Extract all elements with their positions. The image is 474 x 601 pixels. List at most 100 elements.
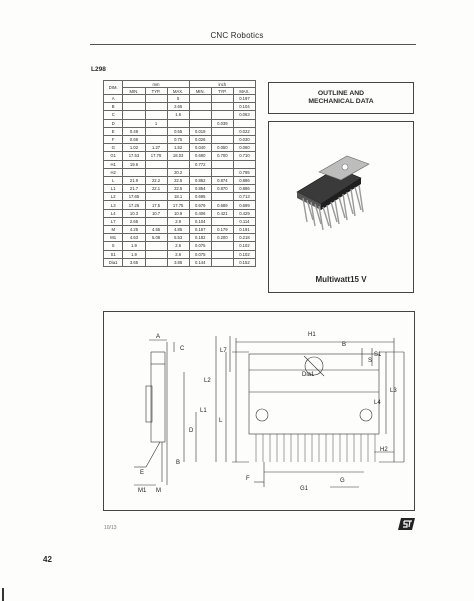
dimension-value-cell: 1.6 bbox=[166, 110, 190, 120]
label-s1: S1 bbox=[374, 352, 382, 358]
dimension-value-cell: 22.5 bbox=[166, 175, 190, 186]
dimension-name-cell: F bbox=[102, 134, 124, 145]
dimension-value-cell bbox=[122, 102, 146, 112]
dimension-value-cell bbox=[144, 159, 168, 169]
dimension-value-cell bbox=[188, 167, 212, 177]
dimension-value-cell: 0.060 bbox=[232, 143, 257, 153]
dimension-value-cell: 0.854 bbox=[188, 184, 212, 194]
dimension-value-cell: 0.795 bbox=[232, 167, 257, 177]
dimension-value-cell: 21.7 bbox=[122, 184, 146, 194]
dimension-value-cell: 17.75 bbox=[166, 200, 190, 210]
dimension-value-cell: 2.6 bbox=[166, 241, 190, 251]
dimension-value-cell: 0.050 bbox=[210, 143, 234, 153]
column-header: MAX. bbox=[166, 87, 190, 95]
dimensions-table: DIM. mm inch MIN. TYP. MAX. MIN. TYP. MA… bbox=[102, 80, 257, 267]
dimension-value-cell: 2.9 bbox=[166, 216, 190, 227]
dimension-value-cell bbox=[144, 249, 168, 259]
dimension-name-cell: H1 bbox=[102, 159, 124, 169]
dimension-value-cell bbox=[188, 110, 212, 120]
label-b-side: B bbox=[176, 460, 180, 466]
dimension-value-cell bbox=[210, 167, 234, 177]
label-c: C bbox=[180, 346, 185, 352]
label-e: E bbox=[140, 470, 144, 476]
binding-mark bbox=[2, 588, 4, 601]
dimension-value-cell bbox=[144, 257, 168, 267]
dimension-value-cell: 0.104 bbox=[188, 216, 212, 227]
label-l7: L7 bbox=[220, 348, 227, 354]
dimension-name-cell: E bbox=[102, 126, 124, 136]
dimension-value-cell bbox=[122, 93, 146, 104]
dimension-value-cell: 0.713 bbox=[232, 192, 257, 202]
dimension-value-cell: 0.197 bbox=[232, 93, 257, 104]
dimension-value-cell: 0.039 bbox=[210, 118, 234, 128]
label-m1: M1 bbox=[138, 488, 147, 494]
dimension-value-cell bbox=[122, 167, 146, 177]
dimension-name-cell: M1 bbox=[102, 233, 124, 243]
label-g: G bbox=[340, 478, 345, 484]
dimension-value-cell: 2.6 bbox=[166, 249, 190, 259]
package-name: Multiwatt15 V bbox=[315, 275, 367, 284]
dimension-value-cell: 0.102 bbox=[232, 249, 257, 259]
dimension-value-cell bbox=[210, 93, 234, 104]
dimension-value-cell: 1.27 bbox=[144, 143, 168, 153]
label-m: M bbox=[156, 488, 161, 494]
header-rule bbox=[90, 44, 416, 45]
page-number: 42 bbox=[43, 555, 52, 564]
dimension-value-cell bbox=[188, 102, 212, 112]
dimension-name-cell: G bbox=[102, 143, 124, 153]
dimension-value-cell: 0.689 bbox=[210, 200, 234, 210]
dimension-value-cell: 0.886 bbox=[232, 175, 257, 186]
mechanical-drawing: A C D E B M1 M L1 L L7 L2 H1 B S S1 Dia1… bbox=[103, 311, 415, 511]
label-l2: L2 bbox=[204, 378, 211, 384]
dimension-name-cell: L2 bbox=[102, 192, 124, 202]
dimension-value-cell: 0.104 bbox=[232, 102, 257, 112]
dimension-value-cell bbox=[210, 249, 234, 259]
dimension-value-cell: 3.65 bbox=[122, 257, 146, 267]
dimension-value-cell: 0.102 bbox=[232, 241, 257, 251]
dimension-value-cell: 1.02 bbox=[122, 143, 146, 153]
label-g1: G1 bbox=[300, 486, 309, 492]
label-a: A bbox=[156, 334, 160, 340]
dimension-value-cell: 22.5 bbox=[166, 184, 190, 194]
dimension-name-cell: C bbox=[102, 110, 124, 120]
dimension-value-cell: 0.182 bbox=[188, 233, 212, 243]
dimension-value-cell bbox=[144, 134, 168, 145]
dimension-value-cell bbox=[232, 118, 257, 128]
outline-title-box: OUTLINE AND MECHANICAL DATA bbox=[268, 82, 414, 114]
label-l4: L4 bbox=[374, 400, 381, 406]
label-l3: L3 bbox=[390, 388, 397, 394]
mechanical-drawing-svg: A C D E B M1 M L1 L L7 L2 H1 B S S1 Dia1… bbox=[134, 332, 405, 494]
dimension-value-cell: 4.63 bbox=[122, 233, 146, 243]
dimension-value-cell bbox=[210, 126, 234, 136]
label-l: L bbox=[219, 418, 223, 424]
dimension-name-cell: S bbox=[102, 241, 124, 251]
dimension-name-cell: G1 bbox=[102, 151, 124, 161]
dimension-value-cell bbox=[210, 159, 234, 169]
dimension-value-cell: 22.1 bbox=[144, 184, 168, 194]
dimension-value-cell: 0.710 bbox=[232, 151, 257, 161]
dimension-value-cell: 1.52 bbox=[166, 143, 190, 153]
dimension-value-cell: 0.700 bbox=[210, 151, 234, 161]
dimension-name-cell: L3 bbox=[102, 200, 124, 210]
dimension-value-cell bbox=[144, 192, 168, 202]
label-l1: L1 bbox=[200, 408, 207, 414]
dimension-value-cell: 0.167 bbox=[188, 224, 212, 235]
dimension-value-cell: 0.695 bbox=[188, 192, 212, 202]
dimension-value-cell bbox=[210, 102, 234, 112]
dimension-value-cell: 0.200 bbox=[210, 233, 234, 243]
column-header: TYP. bbox=[210, 87, 234, 95]
dimension-value-cell: 0.218 bbox=[232, 233, 257, 243]
dimension-value-cell bbox=[144, 167, 168, 177]
